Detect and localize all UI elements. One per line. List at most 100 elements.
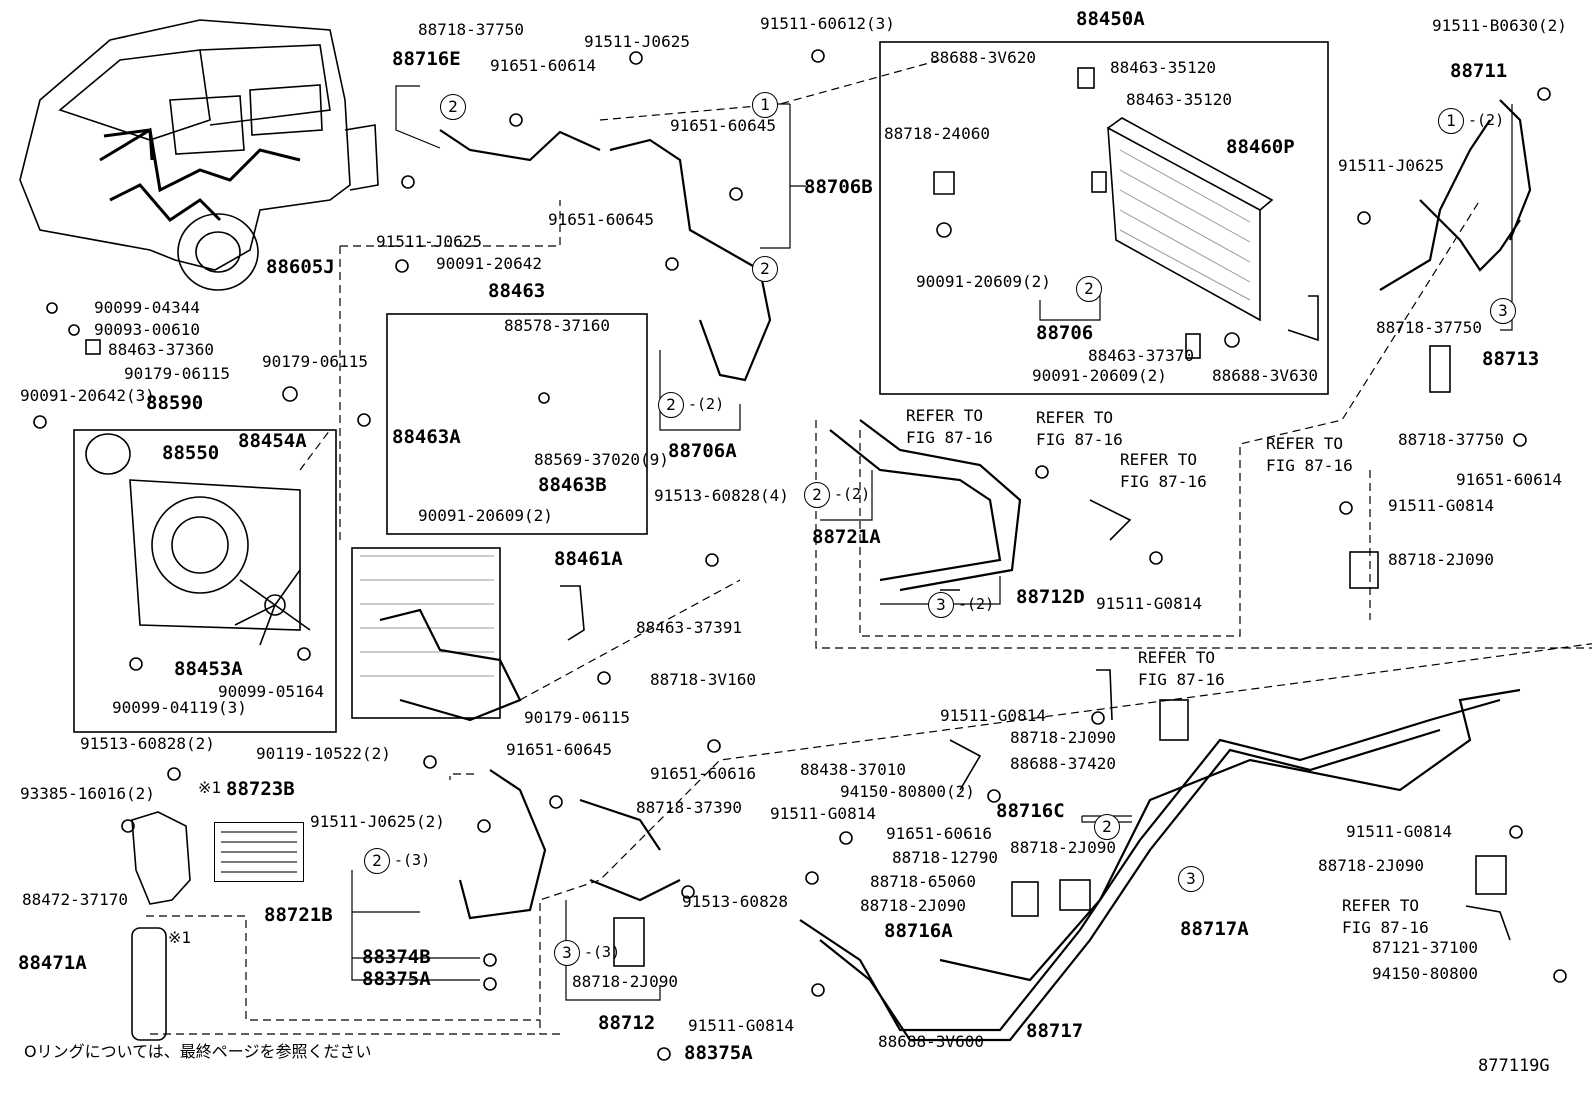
part-label-88463-35120: 88463-35120 <box>1110 58 1216 77</box>
part-label-90119-10522-2-: 90119-10522(2) <box>256 744 391 763</box>
part-label-91511-b0630-2-: 91511-B0630(2) <box>1432 16 1567 35</box>
receiver-note-mark: ※1 <box>168 928 192 947</box>
callout-quantity: -(2) <box>834 485 871 503</box>
part-label-88463-37360: 88463-37360 <box>108 340 214 359</box>
part-label-91651-60645: 91651-60645 <box>506 740 612 759</box>
part-label-88718-37390: 88718-37390 <box>636 798 742 817</box>
callout-3: 3 <box>928 592 954 618</box>
refer-note-4-line-2: FIG 87-16 <box>1266 456 1353 475</box>
part-label-88375a: 88375A <box>684 1042 753 1064</box>
callout-quantity: -(2) <box>688 395 725 413</box>
part-label-88550: 88550 <box>162 442 220 464</box>
part-label-90091-20642: 90091-20642 <box>436 254 542 273</box>
part-label-88718-2j090: 88718-2J090 <box>860 896 966 915</box>
refer-note-3-line-2: FIG 87-16 <box>1120 472 1207 491</box>
callout-3: 3 <box>1178 866 1204 892</box>
part-label-88718-3v160: 88718-3V160 <box>650 670 756 689</box>
callout-2: 2 <box>658 392 684 418</box>
group-box-88463 <box>386 313 648 535</box>
part-label-88463b: 88463B <box>538 474 607 496</box>
part-label-88721b: 88721B <box>264 904 333 926</box>
condenser-88461a <box>351 547 501 719</box>
part-label-88471a: 88471A <box>18 952 87 974</box>
part-label-90099-04119-3-: 90099-04119(3) <box>112 698 247 717</box>
ac-pipes <box>379 99 1532 1042</box>
part-label-88463-37391: 88463-37391 <box>636 618 742 637</box>
part-label-88718-65060: 88718-65060 <box>870 872 976 891</box>
part-label-88463a: 88463A <box>392 426 461 448</box>
truck-cab-illustration <box>19 19 379 291</box>
part-label-91651-60614: 91651-60614 <box>1456 470 1562 489</box>
part-label-88463: 88463 <box>488 280 546 302</box>
part-label-91651-60616: 91651-60616 <box>650 764 756 783</box>
part-label-88716c: 88716C <box>996 800 1065 822</box>
part-label-88472-37170: 88472-37170 <box>22 890 128 909</box>
callout-2: 2 <box>752 256 778 282</box>
part-label-91511-g0814: 91511-G0814 <box>1346 822 1452 841</box>
caution-label-88723b <box>214 822 304 882</box>
part-label-88706a: 88706A <box>668 440 737 462</box>
label-note-mark: ※1 <box>198 778 222 797</box>
part-label-88438-37010: 88438-37010 <box>800 760 906 779</box>
part-label-88717a: 88717A <box>1180 918 1249 940</box>
part-label-88450a: 88450A <box>1076 8 1145 30</box>
part-label-88706: 88706 <box>1036 322 1094 344</box>
part-label-88460p: 88460P <box>1226 136 1295 158</box>
part-label-88375a: 88375A <box>362 968 431 990</box>
part-label-88461a: 88461A <box>554 548 623 570</box>
callout-2: 2 <box>364 848 390 874</box>
part-label-90179-06115: 90179-06115 <box>124 364 230 383</box>
refer-note-1-line-1: REFER TO <box>906 406 984 425</box>
refer-note-6-line-1: REFER TO <box>1342 896 1420 915</box>
part-label-91651-60614: 91651-60614 <box>490 56 596 75</box>
part-label-88718-2j090: 88718-2J090 <box>1318 856 1424 875</box>
bolts-and-fittings <box>33 49 1567 1061</box>
part-label-90091-20609-2-: 90091-20609(2) <box>916 272 1051 291</box>
part-label-91511-j0625: 91511-J0625 <box>584 32 690 51</box>
fan-assembly <box>85 433 311 646</box>
part-label-91513-60828: 91513-60828 <box>682 892 788 911</box>
refer-note-5-line-2: FIG 87-16 <box>1138 670 1225 689</box>
part-label-88374b: 88374B <box>362 946 431 968</box>
part-label-88688-3v620: 88688-3V620 <box>930 48 1036 67</box>
part-label-88711: 88711 <box>1450 60 1508 82</box>
part-label-88718-37750: 88718-37750 <box>418 20 524 39</box>
part-label-88718-2j090: 88718-2J090 <box>1010 728 1116 747</box>
refer-note-1-line-2: FIG 87-16 <box>906 428 993 447</box>
callout-quantity: -(3) <box>394 851 431 869</box>
callout-quantity: -(2) <box>958 595 995 613</box>
part-label-88718-37750: 88718-37750 <box>1398 430 1504 449</box>
callout-2: 2 <box>1076 276 1102 302</box>
part-label-90179-06115: 90179-06115 <box>262 352 368 371</box>
part-label-88688-3v600: 88688-3V600 <box>878 1032 984 1051</box>
part-label-88723b: 88723B <box>226 778 295 800</box>
callout-3: 3 <box>554 940 580 966</box>
part-label-88454a: 88454A <box>238 430 307 452</box>
refer-note-3-line-1: REFER TO <box>1120 450 1198 469</box>
callout-2: 2 <box>804 482 830 508</box>
o-ring-footnote: Oリングについては、最終ページを参照ください <box>24 1042 372 1061</box>
refer-note-2-line-2: FIG 87-16 <box>1036 430 1123 449</box>
part-label-88605j: 88605J <box>266 256 335 278</box>
part-label-88718-24060: 88718-24060 <box>884 124 990 143</box>
part-label-88706b: 88706B <box>804 176 873 198</box>
part-label-94150-80800: 94150-80800 <box>1372 964 1478 983</box>
part-label-88688-3v630: 88688-3V630 <box>1212 366 1318 385</box>
callout-1: 1 <box>752 92 778 118</box>
part-label-91511-60612-3-: 91511-60612(3) <box>760 14 895 33</box>
part-label-88716a: 88716A <box>884 920 953 942</box>
condenser-88460p <box>1107 117 1274 322</box>
part-label-88569-37020-9-: 88569-37020(9) <box>534 450 669 469</box>
receiver-88471a <box>131 811 191 1041</box>
part-label-91513-60828-2-: 91513-60828(2) <box>80 734 215 753</box>
refer-note-5-line-1: REFER TO <box>1138 648 1216 667</box>
part-label-88453a: 88453A <box>174 658 243 680</box>
callout-1: 1 <box>1438 108 1464 134</box>
part-label-90179-06115: 90179-06115 <box>524 708 630 727</box>
part-label-90093-00610: 90093-00610 <box>94 320 200 339</box>
part-label-93385-16016-2-: 93385-16016(2) <box>20 784 155 803</box>
part-label-88718-2j090: 88718-2J090 <box>572 972 678 991</box>
part-label-88717: 88717 <box>1026 1020 1084 1042</box>
